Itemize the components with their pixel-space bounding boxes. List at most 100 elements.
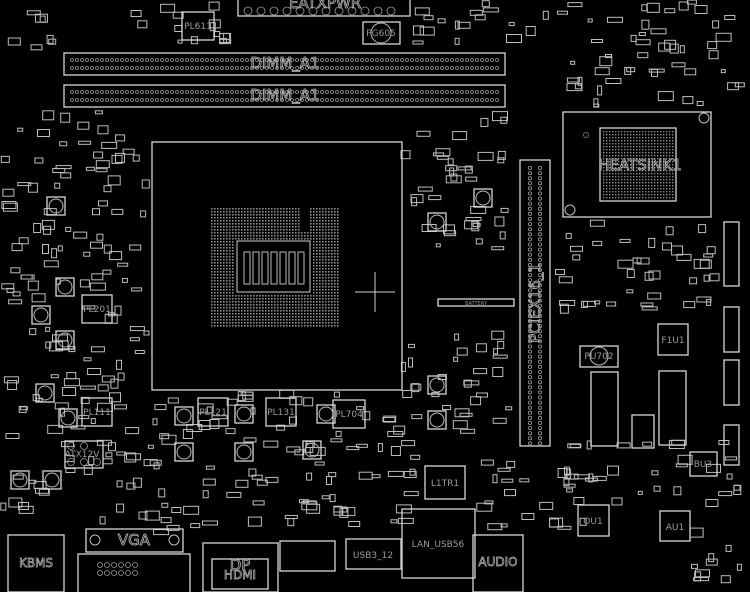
svg-text:PG605: PG605 xyxy=(366,29,396,39)
pl121-inductor[interactable]: PL121 xyxy=(197,397,229,427)
eatxpwr-connector[interactable]: EATXPWR xyxy=(237,0,411,17)
pch-ball xyxy=(603,140,605,142)
dimm-slot-a2[interactable]: DIMM_A1 xyxy=(63,52,506,76)
pch-ball xyxy=(654,167,656,169)
cpu-pad xyxy=(322,229,324,231)
pch-ball xyxy=(606,197,608,199)
pch-ball xyxy=(621,194,623,196)
battery-holder[interactable]: BATTERY xyxy=(437,298,515,307)
cpu-pad xyxy=(280,214,282,216)
pl704-inductor[interactable]: PL704 xyxy=(332,399,366,429)
heatsink-chipset[interactable]: HEATSINK1 xyxy=(562,111,712,218)
pin xyxy=(350,58,354,62)
pch-ball xyxy=(621,188,623,190)
pin xyxy=(528,395,533,400)
vga-port[interactable]: VGA xyxy=(85,528,184,553)
ou1-chip[interactable]: OU1 xyxy=(577,504,610,537)
pl131-inductor[interactable]: PL131 xyxy=(265,397,297,427)
cpu-pad xyxy=(292,307,294,309)
cpu-pad xyxy=(265,220,267,222)
cpu-pad xyxy=(241,238,243,240)
cpu-pad xyxy=(334,232,336,234)
cpu-pad xyxy=(226,253,228,255)
l1tr1-transformer[interactable]: L1TR1 xyxy=(424,465,466,500)
pin xyxy=(528,369,533,374)
pch-ball xyxy=(621,149,623,151)
cpu-pad xyxy=(244,301,246,303)
pin xyxy=(150,66,154,70)
capacitor-body xyxy=(37,385,53,401)
cpu-pad xyxy=(328,280,330,282)
lan-usb-port[interactable]: LAN_USB56 xyxy=(401,508,476,579)
smd-pad xyxy=(247,516,262,527)
atx12v-connector[interactable]: ATX12V xyxy=(64,440,104,469)
pin xyxy=(95,66,99,70)
bu3-chip[interactable]: BU3 xyxy=(689,451,718,477)
pch-ball xyxy=(639,149,641,151)
pch-ball xyxy=(615,194,617,196)
cpu-pad xyxy=(235,226,237,228)
smd-pad xyxy=(638,32,646,36)
pch-ball xyxy=(660,158,662,160)
kbms-port[interactable]: KBMS xyxy=(7,534,65,592)
dimm-slot-a1[interactable]: DIMM_A1 xyxy=(63,84,506,108)
cpu-pad xyxy=(226,229,228,231)
smd-pad xyxy=(727,82,740,91)
cpu-pad xyxy=(214,268,216,270)
audio-port[interactable]: AUDIO xyxy=(472,534,524,592)
cpu-pad xyxy=(229,220,231,222)
smd-pad xyxy=(557,468,568,478)
smd-pad xyxy=(226,398,238,406)
pch-ball xyxy=(621,146,623,148)
cpu-pad xyxy=(220,262,222,264)
usb3-port[interactable]: USB3_12 xyxy=(345,538,402,570)
pch-ball xyxy=(627,176,629,178)
pch-ball xyxy=(615,173,617,175)
hdmi-port[interactable]: HDMI xyxy=(211,558,269,590)
cpu-pad xyxy=(226,319,228,321)
smd-pad xyxy=(607,465,619,476)
pl611-inductor[interactable]: PL611 xyxy=(181,11,215,41)
smd-pad xyxy=(630,34,637,42)
smd-pad xyxy=(190,523,201,529)
cpu-pad xyxy=(301,319,303,321)
au1-chip[interactable]: AU1 xyxy=(659,510,691,542)
cpu-pad xyxy=(283,319,285,321)
cpu-pad xyxy=(217,307,219,309)
cpu-pad xyxy=(265,238,267,240)
pin xyxy=(235,58,239,62)
pin xyxy=(325,58,329,62)
smd-pad xyxy=(154,404,167,411)
pin xyxy=(335,66,339,70)
cpu-pad xyxy=(289,325,291,327)
pl111-inductor[interactable]: PL111 xyxy=(81,397,113,427)
cpu-socket[interactable] xyxy=(151,141,403,391)
cpu-pad xyxy=(223,292,225,294)
pin xyxy=(538,339,543,344)
pin xyxy=(75,98,79,102)
pch-ball xyxy=(630,170,632,172)
cpu-pad xyxy=(244,226,246,228)
cpu-pad xyxy=(292,301,294,303)
cpu-pad xyxy=(262,235,264,237)
pch-ball xyxy=(618,134,620,136)
cpu-pad xyxy=(313,226,315,228)
smd-pad xyxy=(79,279,90,288)
cpu-pad xyxy=(328,220,330,222)
cpu-pad xyxy=(283,307,285,309)
pl201-inductor[interactable]: PL201 xyxy=(81,294,113,324)
smd-pad xyxy=(480,459,494,466)
pciex16-slot[interactable]: PCIEX16_1 xyxy=(519,159,551,447)
f1u1-chip[interactable]: F1U1 xyxy=(657,323,689,356)
cpu-pad xyxy=(283,313,285,315)
cpu-pad xyxy=(250,307,252,309)
cpu-pad xyxy=(331,232,333,234)
pu702-component[interactable]: PU702 xyxy=(579,345,619,368)
cpu-pad xyxy=(280,304,282,306)
crosshair-cursor-icon xyxy=(355,272,395,312)
dp-port[interactable]: DP xyxy=(202,542,279,592)
capacitor xyxy=(427,212,447,232)
pin xyxy=(335,90,339,94)
pch-ball xyxy=(624,149,626,151)
pg605-component[interactable]: PG605 xyxy=(362,21,401,45)
